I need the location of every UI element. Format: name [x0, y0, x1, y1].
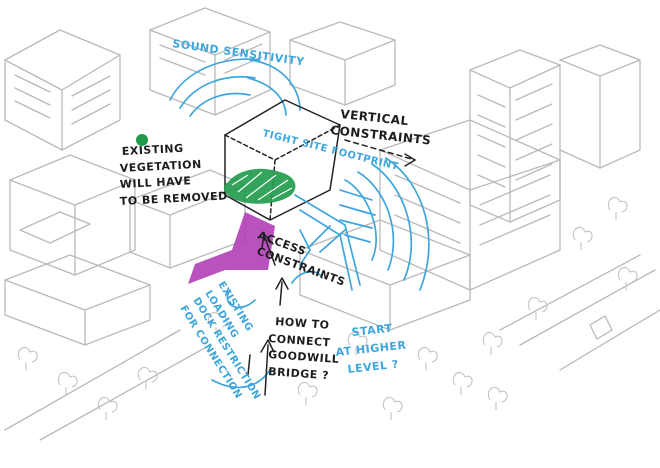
access-arrows	[247, 233, 289, 396]
label-bridge-2: CONNECT	[268, 332, 331, 349]
label-start-1: START	[351, 322, 393, 339]
context-buildings	[4, 7, 660, 441]
vegetation-patch	[223, 168, 296, 204]
label-vertical-constraints-2: CONSTRAINTS	[330, 123, 432, 148]
sound-waves-right	[339, 157, 430, 291]
label-bridge-4: BRIDGE ?	[268, 365, 330, 382]
vegetation-dot	[136, 134, 148, 146]
label-vegetation-3: WILL HAVE	[119, 174, 191, 191]
vegetation-scribble	[231, 171, 293, 201]
label-vegetation-2: VEGETATION	[119, 158, 202, 175]
label-vegetation-4: TO BE REMOVED	[119, 189, 228, 208]
label-bridge-3: GOODWILL	[268, 348, 340, 366]
sound-waves-top	[169, 58, 301, 117]
car-sketch	[589, 315, 613, 340]
label-bridge-1: HOW TO	[275, 315, 330, 332]
label-sound-sensitivity: SOUND SENSITIVITY	[172, 37, 306, 68]
tree-marks	[17, 196, 638, 420]
label-start-3: LEVEL ?	[347, 358, 399, 376]
label-vegetation-1: EXISTING	[121, 142, 183, 158]
access-area	[188, 212, 275, 284]
label-start-2: AT HIGHER	[335, 339, 407, 359]
